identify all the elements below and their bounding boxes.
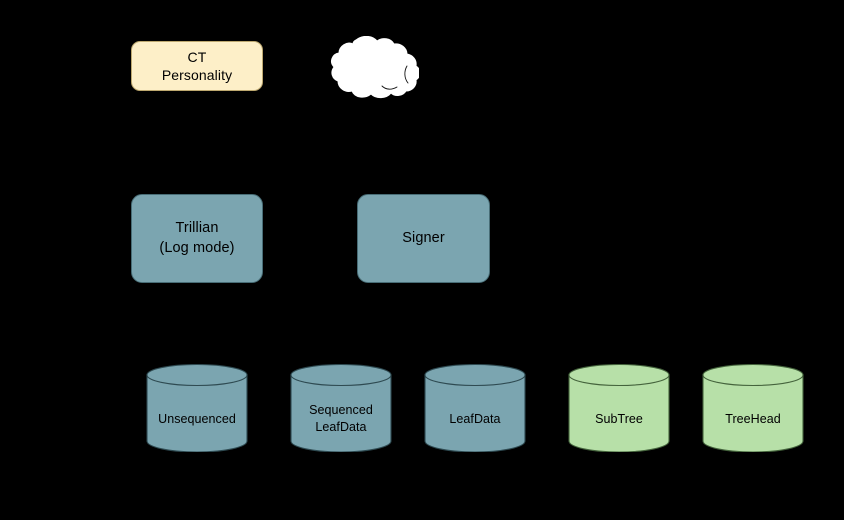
node-ct-personality-label: CT Personality [161, 48, 233, 83]
node-trillian[interactable]: Trillian (Log mode) [131, 194, 263, 283]
storage-cylinder-unsequenced[interactable]: Unsequenced [146, 364, 248, 452]
storage-cylinder-leafdata[interactable]: LeafData [424, 364, 526, 452]
storage-cylinder-treehead[interactable]: TreeHead [702, 364, 804, 452]
storage-cylinder-subtree[interactable]: SubTree [568, 364, 670, 452]
storage-cylinder-sequenced-leafdata[interactable]: Sequenced LeafData [290, 364, 392, 452]
node-signer[interactable]: Signer [357, 194, 490, 283]
node-signer-label: Signer [402, 229, 445, 246]
node-ct-personality[interactable]: CT Personality [131, 41, 263, 91]
cloud-icon [323, 35, 421, 105]
node-trillian-label: Trillian (Log mode) [159, 220, 235, 256]
